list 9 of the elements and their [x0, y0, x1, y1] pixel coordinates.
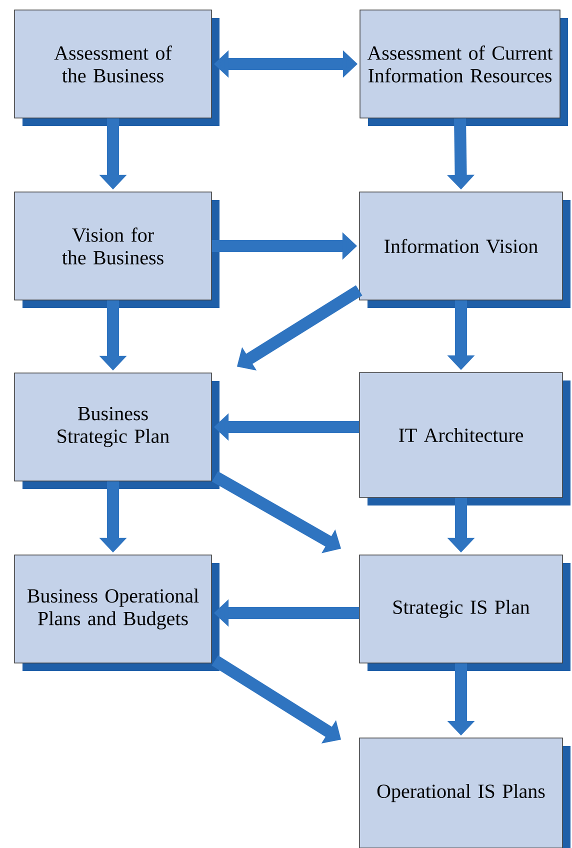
process-box: Vision for the Business [14, 192, 220, 308]
process-box: Business Operational Plans and Budgets [14, 554, 220, 671]
process-box: Assessment of the Business [14, 10, 220, 126]
process-box: Information Vision [359, 192, 570, 308]
process-box: Strategic IS Plan [359, 554, 570, 671]
process-box: IT Architecture [359, 372, 570, 506]
process-box: Operational IS Plans [359, 738, 570, 848]
process-box: Assessment of Current Information Resources [360, 10, 568, 126]
process-box: Business Strategic Plan [14, 372, 220, 489]
